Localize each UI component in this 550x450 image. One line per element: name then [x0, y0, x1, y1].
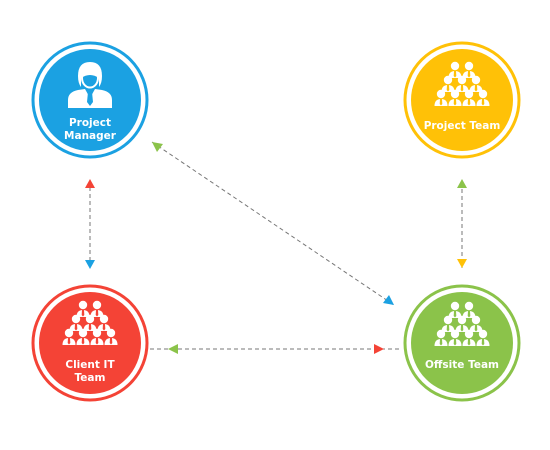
node-project-manager: Project Manager [31, 41, 149, 159]
node-label-line1: Project [69, 117, 111, 129]
node-label-line2: Team [75, 372, 106, 384]
arrow-team-offsite-down [457, 259, 467, 268]
node-client-it-team: Client IT Team [31, 284, 149, 402]
arrow-client-offsite-left [168, 344, 178, 354]
node-project-team: Project Team [403, 41, 521, 159]
connector-pm-offsite [151, 141, 395, 306]
node-disc [39, 292, 141, 394]
arrow-client-offsite-right [374, 344, 384, 354]
node-label-line1: Project Team [424, 120, 501, 132]
node-disc [411, 49, 513, 151]
node-label-line1: Client IT [65, 359, 115, 371]
node-label-line2: Manager [64, 130, 117, 142]
node-disc [411, 292, 513, 394]
arrow-pm-offsite-to-pm [152, 142, 163, 152]
arrow-pm-offsite-to-offsite [383, 295, 394, 305]
node-label-line1: Offsite Team [425, 359, 499, 371]
arrow-pm-client-down [85, 260, 95, 269]
person-icon [68, 62, 112, 108]
connectors [85, 141, 467, 354]
arrow-pm-client-up [85, 179, 95, 188]
node-offsite-team: Offsite Team [403, 284, 521, 402]
arrow-team-offsite-up [457, 179, 467, 188]
